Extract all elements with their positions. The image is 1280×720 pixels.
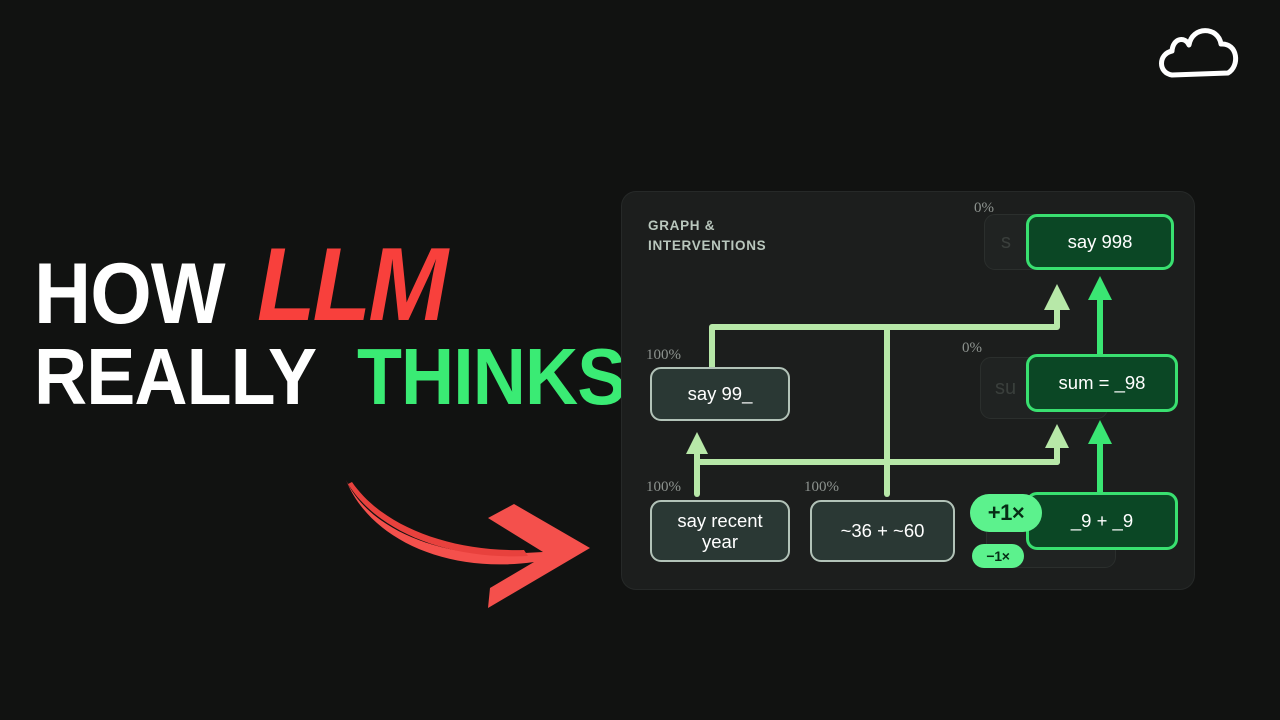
pct-label-sum-eq-98: 0% bbox=[962, 340, 982, 356]
graph-edges bbox=[686, 276, 1112, 497]
arrowhead-icon bbox=[1044, 284, 1070, 310]
title-word-llm: LLM bbox=[257, 227, 448, 343]
cloud-logo bbox=[1152, 18, 1252, 88]
title-word-really: REALLY bbox=[34, 331, 317, 421]
panel-title: GRAPH & INTERVENTIONS bbox=[648, 218, 767, 254]
node-sum-eq-98[interactable]: sum = _98 bbox=[1026, 354, 1178, 412]
title-word-thinks: THINKS bbox=[356, 331, 626, 421]
arrowhead-icon bbox=[1088, 276, 1112, 300]
arrowhead-icon bbox=[1045, 424, 1069, 448]
pct-label-say-recent: 100% bbox=[646, 479, 681, 495]
pct-label-say-99: 100% bbox=[646, 347, 681, 363]
cloud-icon bbox=[1159, 28, 1239, 78]
node-say-recent-year[interactable]: say recent year bbox=[650, 500, 790, 562]
curved-arrow-icon bbox=[346, 480, 590, 608]
intervention-minus-1x[interactable]: −1× bbox=[972, 544, 1024, 568]
node-say-998[interactable]: say 998 bbox=[1026, 214, 1174, 270]
arrowhead-icon bbox=[686, 432, 708, 454]
pct-label-sum-36-60: 100% bbox=[804, 479, 839, 495]
node-say-99[interactable]: say 99_ bbox=[650, 367, 790, 421]
curved-arrow bbox=[338, 462, 628, 627]
intervention-plus-1x[interactable]: +1× bbox=[970, 494, 1042, 532]
title-line-two: REALLY THINKS bbox=[34, 331, 626, 421]
title-line-one: HOW LLM bbox=[34, 227, 614, 343]
page-title: HOW LLM REALLY THINKS bbox=[34, 227, 626, 421]
arrowhead-icon bbox=[1088, 420, 1112, 444]
title-word-how: HOW bbox=[34, 245, 226, 342]
pct-label-say-998: 0% bbox=[974, 200, 994, 216]
graph-interventions-panel: GRAPH & INTERVENTIONS s su 100% bbox=[622, 192, 1194, 589]
node-nine-plus-nine[interactable]: _9 + _9 bbox=[1026, 492, 1178, 550]
node-sum-36-60[interactable]: ~36 + ~60 bbox=[810, 500, 955, 562]
